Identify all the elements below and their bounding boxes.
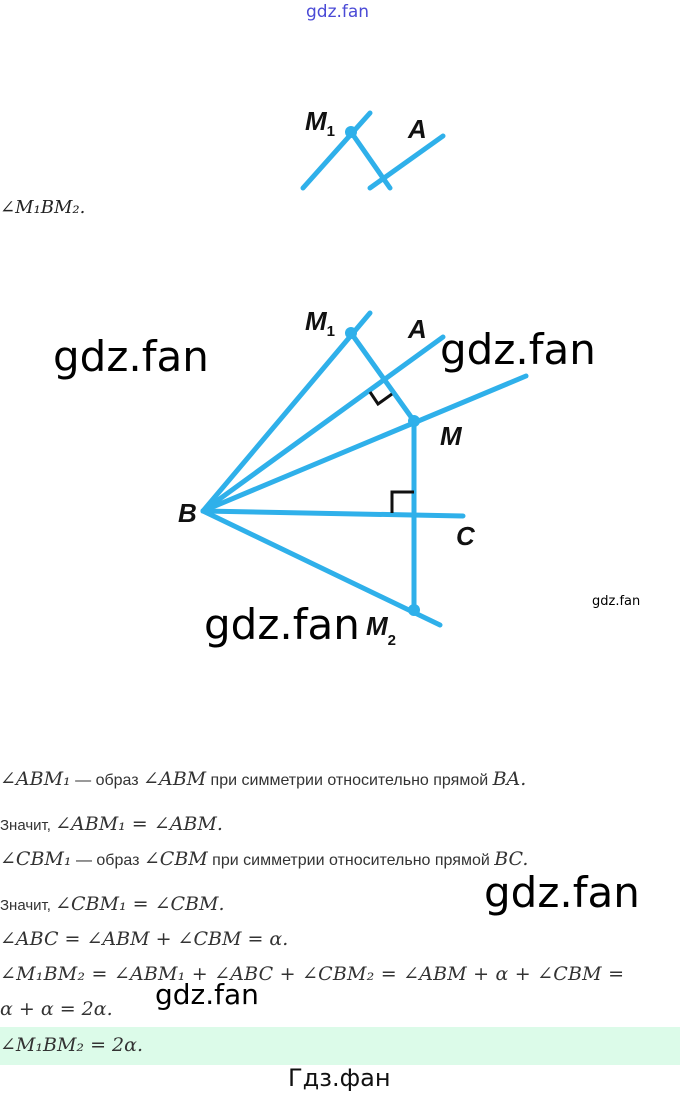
geometry-figures: M1 A M1 A M B C M2 xyxy=(178,106,529,649)
segment-m1m xyxy=(348,330,417,424)
solution-line-2: Значит, ∠ABM₁ = ∠ABM. xyxy=(0,813,223,835)
ray-bm xyxy=(200,373,529,514)
label-m: M xyxy=(440,421,463,451)
points xyxy=(345,327,420,616)
label-a-top: A xyxy=(407,114,427,144)
solution-line-5: ∠ABC = ∠ABM + ∠CBM = α. xyxy=(0,928,289,950)
answer-text: ∠M₁BM₂ = 2α. xyxy=(0,1034,143,1056)
watermark-right: gdz.fan xyxy=(440,325,596,374)
watermark-bottom: gdz.fan xyxy=(204,600,360,649)
line-ba-partial xyxy=(367,133,446,191)
footer-watermark: Гдз.фан xyxy=(288,1064,391,1092)
label-a: A xyxy=(407,314,427,344)
solution-line-6: ∠M₁BM₂ = ∠ABM₁ + ∠ABC + ∠CBM₂ = ∠ABM + α… xyxy=(0,963,625,985)
ray-bc xyxy=(200,508,466,519)
top-figure-cropped xyxy=(300,110,446,191)
label-c: C xyxy=(456,521,476,551)
watermark-text-right: gdz.fan xyxy=(484,868,640,917)
point-m1 xyxy=(345,126,357,138)
right-angle-mark-ba xyxy=(368,391,393,407)
solution-line-3: ∠CBM₁ — образ ∠CBM при симметрии относит… xyxy=(0,848,529,870)
watermark-text-mid: gdz.fan xyxy=(155,978,259,1011)
right-angle-mark-bc xyxy=(390,490,414,513)
watermark-top: gdz.fan xyxy=(306,2,370,22)
ray-bm2 xyxy=(200,508,443,628)
label-m1-top: M1 xyxy=(305,106,335,140)
solution-line-1: ∠ABM₁ — образ ∠ABM при симметрии относит… xyxy=(0,768,527,790)
answer-highlight: ∠M₁BM₂ = 2α. xyxy=(0,1027,680,1065)
ray-ba xyxy=(200,334,446,514)
main-figure xyxy=(200,310,529,628)
solution-line-7: α + α = 2α. xyxy=(0,998,113,1020)
ray-bm1 xyxy=(200,310,373,514)
point-m xyxy=(408,415,420,427)
label-m2: M2 xyxy=(366,611,396,649)
label-m1: M1 xyxy=(305,306,335,340)
right-angle-marks xyxy=(368,391,414,513)
label-b: B xyxy=(178,498,197,528)
watermark-small: gdz.fan xyxy=(592,594,641,609)
figure-caption: ∠M₁BM₂. xyxy=(0,197,86,218)
point-m1 xyxy=(345,327,357,339)
solution-line-4: Значит, ∠CBM₁ = ∠CBM. xyxy=(0,893,225,915)
watermark-left: gdz.fan xyxy=(53,332,209,381)
line-bm1-partial xyxy=(300,110,373,191)
point-m2 xyxy=(408,604,420,616)
